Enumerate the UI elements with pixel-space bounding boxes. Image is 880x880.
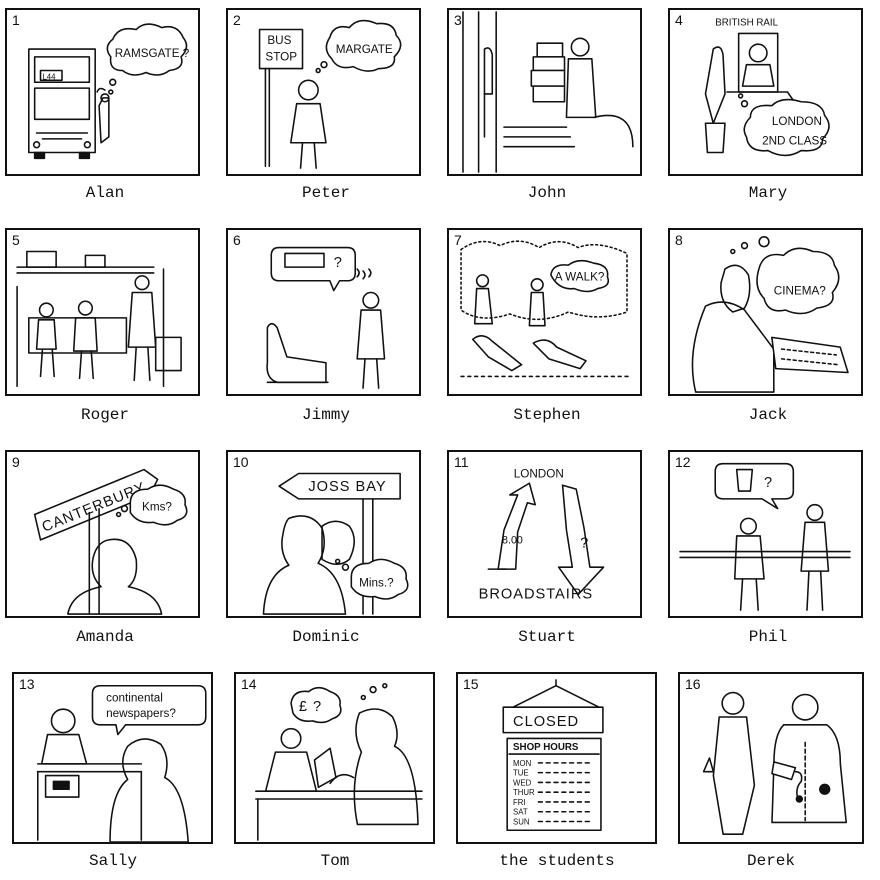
- panel-number: 15: [463, 676, 479, 692]
- caption: Peter: [301, 184, 350, 202]
- panel-1: 1 RAMSGATE ? L44: [5, 8, 200, 176]
- bubble-text: ?: [334, 255, 343, 271]
- bubble-text: A WALK?: [555, 271, 605, 284]
- panel-6: 6 ?: [226, 228, 421, 396]
- day-tue: TUE: [513, 769, 529, 778]
- panel-number: 2: [233, 12, 241, 28]
- caption: John: [527, 184, 567, 202]
- spilled-drink-illustration: [702, 691, 847, 835]
- newsagent-illustration: continental newspapers?: [36, 684, 207, 842]
- panel-number: 7: [454, 232, 462, 248]
- panel-14: 14 £ ?: [234, 672, 435, 844]
- route-time-text: 8.00: [502, 535, 523, 547]
- panel-number: 6: [233, 232, 241, 248]
- panel-16: 16: [678, 672, 864, 844]
- panel-number: 11: [454, 454, 469, 470]
- route-mark-text: ?: [580, 536, 589, 552]
- caption: Jimmy: [301, 406, 350, 424]
- day-thur: THUR: [513, 788, 535, 797]
- panel-number: 14: [241, 676, 257, 692]
- bubble-text: ?: [764, 475, 773, 491]
- bubble-text: £ ?: [299, 699, 322, 715]
- joss-bay-sign-illustration: JOSS BAY Mins.?: [262, 472, 409, 615]
- day-sat: SAT: [513, 808, 528, 817]
- train-compartment-illustration: [16, 250, 182, 387]
- route-bottom-text: BROADSTAIRS: [479, 586, 593, 602]
- shop-counter-illustration: £ ?: [255, 682, 423, 841]
- caption: Amanda: [76, 628, 134, 646]
- bus-illustration: RAMSGATE ? L44: [28, 23, 190, 160]
- sign-line-1: BUS: [267, 34, 291, 47]
- bubble-text: MARGATE: [336, 43, 393, 56]
- bar-drink-illustration: ?: [679, 462, 851, 611]
- panel-7: 7 A WALK?: [447, 228, 642, 396]
- bubble-text: Mins.?: [359, 577, 394, 590]
- panel-9: 9 CANTERBURY Kms?: [5, 450, 200, 618]
- bus-sign-text: L44: [42, 72, 56, 81]
- panel-number: 3: [454, 12, 462, 28]
- caption: Roger: [80, 406, 129, 424]
- caption: Jack: [748, 406, 788, 424]
- newspaper-thought-illustration: CINEMA?: [691, 236, 849, 393]
- bubble-line-2: 2ND CLASS: [762, 135, 827, 148]
- canterbury-sign-illustration: CANTERBURY Kms?: [33, 468, 188, 615]
- day-fri: FRI: [513, 798, 526, 807]
- panel-10: 10 JOSS BAY Mins.?: [226, 450, 421, 618]
- panel-number: 4: [675, 12, 683, 28]
- panel-number: 16: [685, 676, 701, 692]
- bubble-text: CINEMA?: [774, 284, 827, 297]
- caption: Sally: [88, 852, 137, 870]
- panel-number: 5: [12, 232, 20, 248]
- sign-line-2: STOP: [265, 51, 297, 64]
- panel-number: 9: [12, 454, 20, 470]
- caption: Tom: [320, 852, 350, 870]
- caption: Stuart: [518, 628, 576, 646]
- panel-12: 12 ?: [668, 450, 863, 618]
- day-sun: SUN: [513, 817, 529, 826]
- caption: the students: [499, 852, 615, 870]
- caption: Dominic: [292, 628, 360, 646]
- park-walk-illustration: A WALK?: [460, 240, 630, 378]
- day-wed: WED: [513, 778, 532, 787]
- caption: Alan: [85, 184, 125, 202]
- panel-number: 12: [675, 454, 691, 470]
- panel-13: 13 continental newspapers?: [12, 672, 213, 844]
- day-mon: MON: [513, 759, 531, 768]
- panel-11: 11 LONDON 8.00 ? BROADSTAIRS: [447, 450, 642, 618]
- panel-5: 5: [5, 228, 200, 396]
- panel-4: 4 BRITISH RAIL LONDON 2ND CLASS: [668, 8, 863, 176]
- bubble-text: Kms?: [142, 501, 172, 514]
- header-text: BRITISH RAIL: [715, 18, 778, 29]
- bubble-line-1: continental: [106, 691, 163, 704]
- bubble-line-1: LONDON: [772, 115, 822, 128]
- panel-number: 8: [675, 232, 683, 248]
- bus-stop-illustration: BUS STOP MARGATE: [258, 19, 402, 169]
- panel-15: 15 CLOSED SHOP HOURS MON TUE WED THUR FR…: [456, 672, 657, 844]
- panel-8: 8 CINEMA?: [668, 228, 863, 396]
- caption: Mary: [748, 184, 788, 202]
- ticket-office-illustration: BRITISH RAIL LONDON 2ND CLASS: [704, 18, 830, 157]
- sofa-thought-illustration: ?: [266, 246, 386, 389]
- panel-number: 1: [12, 12, 20, 28]
- sign-text: CLOSED: [513, 714, 579, 730]
- panel-2: 2 BUS STOP MARGATE: [226, 8, 421, 176]
- caption: Phil: [748, 628, 788, 646]
- route-top-text: LONDON: [514, 467, 564, 480]
- caption: Derek: [746, 852, 795, 870]
- panel-3: 3: [447, 8, 642, 176]
- panel-number: 13: [19, 676, 35, 692]
- caption: Stephen: [513, 406, 581, 424]
- doorway-boxes-illustration: [462, 11, 634, 173]
- bubble-line-2: newspapers?: [106, 707, 176, 720]
- route-arrows-illustration: LONDON 8.00 ? BROADSTAIRS: [479, 467, 605, 602]
- closed-sign-illustration: CLOSED SHOP HOURS MON TUE WED THUR FRI S…: [502, 679, 604, 832]
- panel-number: 10: [233, 454, 249, 470]
- board-text: SHOP HOURS: [513, 742, 579, 753]
- sign-text: JOSS BAY: [308, 479, 386, 495]
- bubble-text: RAMSGATE ?: [115, 47, 190, 60]
